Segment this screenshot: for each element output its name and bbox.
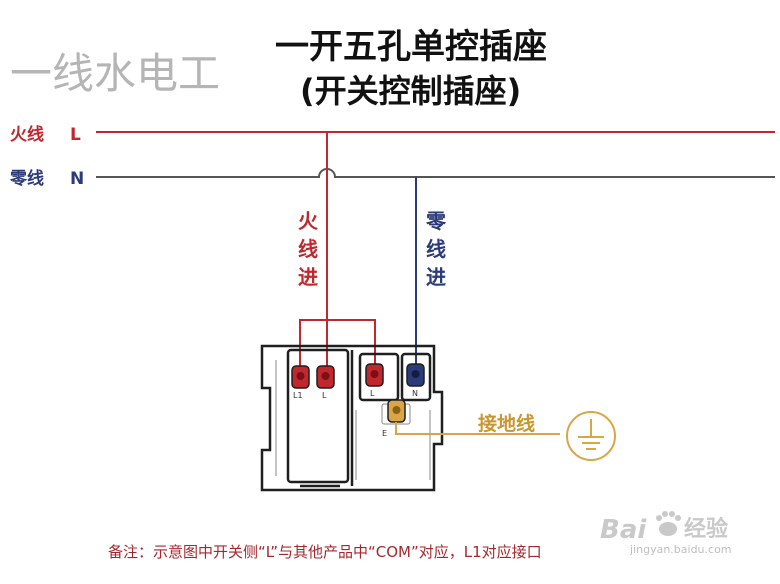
ground-wire-label: 接地线 [478,412,535,435]
socket-n-screw [411,370,420,378]
neutral-line-label: 零线 [9,168,44,189]
baidu-watermark: Bai 经验 jingyan.baidu.com [600,511,732,556]
live-in-label-1: 火 [298,209,319,233]
footnote: 备注：示意图中开关侧“L”与其他产品中“COM”对应，L1对应接口 [108,543,542,561]
neutral-in-label-1: 零 [425,209,447,233]
baidu-url-text: jingyan.baidu.com [629,543,732,556]
baidu-paw-icon [656,511,681,536]
socket-ground-label: E [382,429,387,438]
switch-l1-label: L1 [293,391,303,400]
ground-symbol [566,411,616,461]
neutral-in-label-3: 进 [426,265,446,289]
baidu-brand-text: 经验 [684,516,728,542]
socket-body [260,344,444,492]
switch-l-screw [321,372,330,380]
title-line1: 一开五孔单控插座 [275,27,547,67]
neutral-in-label-2: 线 [426,237,446,261]
switch-l1-screw [296,372,305,380]
brand-watermark: 一线水电工 [10,49,220,98]
socket-n-label: N [412,389,418,398]
live-to-switch-l1-wire [299,319,327,366]
socket-ground-screw [392,406,401,414]
socket-l-label: L [370,389,375,398]
neutral-line-letter: N [70,169,84,189]
live-line-letter: L [70,125,81,145]
baidu-logo-text: Bai [600,515,647,545]
live-line-label: 火线 [10,124,44,145]
live-to-socket-l-wire [327,319,376,366]
live-in-label-3: 进 [298,265,318,289]
ground-wire [395,422,560,435]
neutral-line [96,168,775,178]
switch-l-label: L [322,391,327,400]
socket-l-screw [370,370,379,378]
live-in-label-2: 线 [298,237,318,261]
title-line2: (开关控制插座) [300,72,521,110]
